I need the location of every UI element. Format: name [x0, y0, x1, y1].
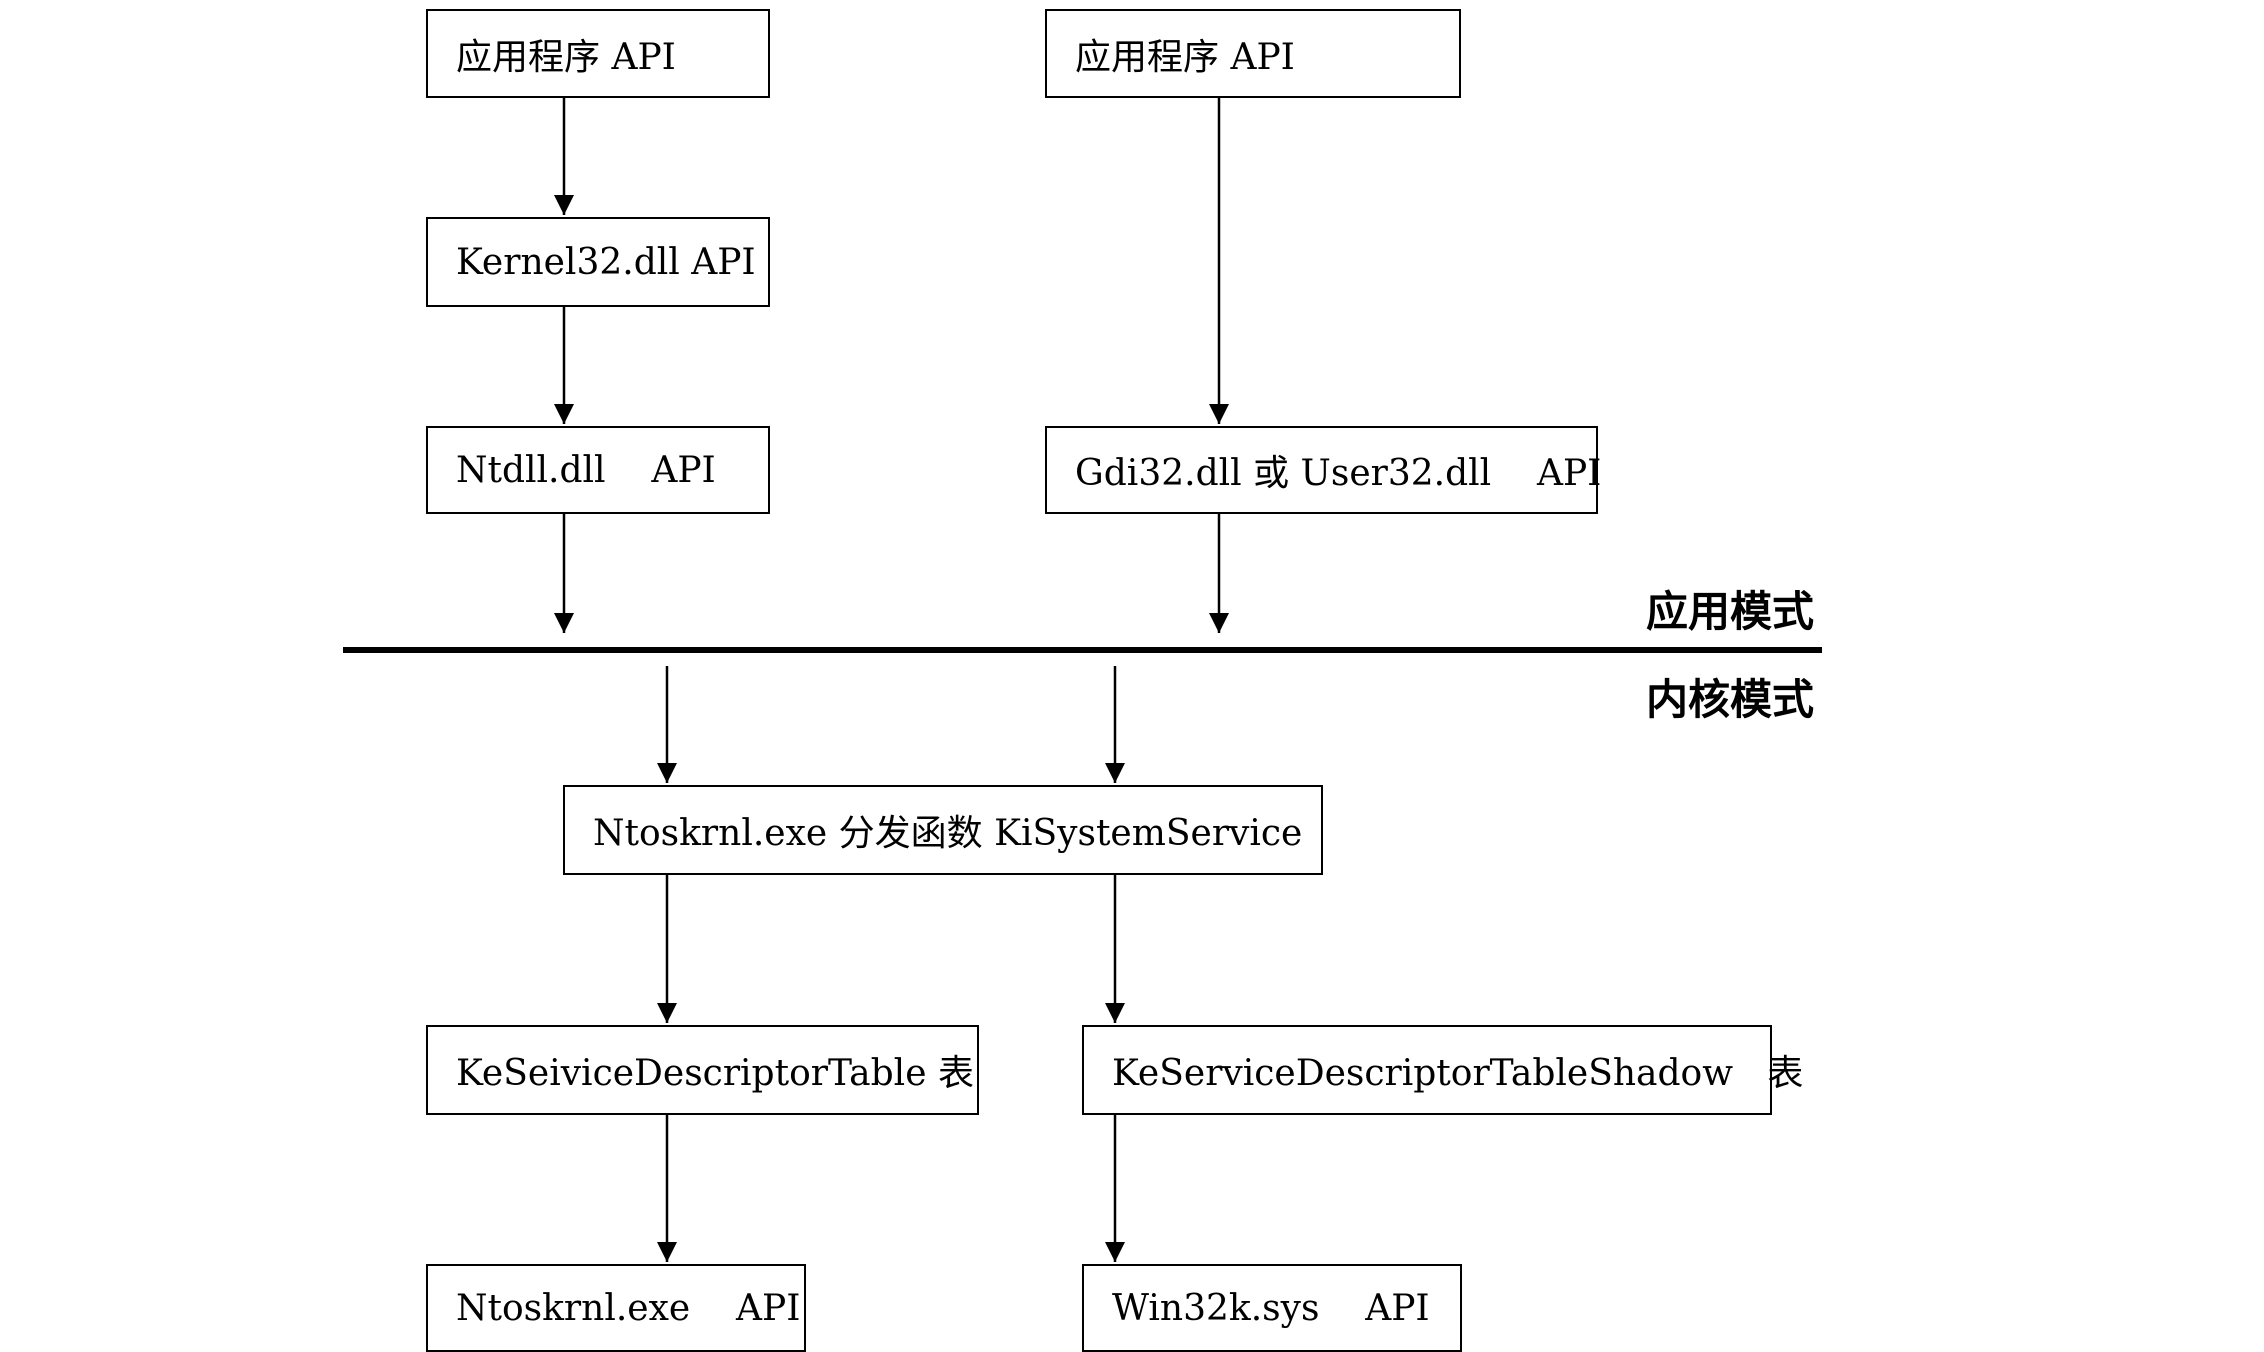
node-gdi32-user32-api: Gdi32.dll 或 User32.dll API	[1045, 426, 1601, 514]
node-kernel32-api: Kernel32.dll API	[426, 217, 770, 307]
node-ntdll-api: Ntdll.dll API	[426, 426, 770, 514]
node-service-descriptor-table: KeSeiviceDescriptorTable 表	[426, 1025, 979, 1115]
node-service-descriptor-table-shadow: KeServiceDescriptorTableShadow 表	[1082, 1025, 1803, 1115]
user-mode-label: 应用模式	[1646, 587, 1815, 636]
node-ntoskrnl-api: Ntoskrnl.exe API	[426, 1264, 806, 1352]
node-app-api-left: 应用程序 API	[426, 9, 770, 98]
node-win32k-api: Win32k.sys API	[1082, 1264, 1462, 1352]
kernel-mode-label: 内核模式	[1646, 675, 1815, 724]
node-kisystemservice-dispatch: Ntoskrnl.exe 分发函数 KiSystemService	[563, 785, 1323, 875]
node-app-api-right: 应用程序 API	[1045, 9, 1461, 98]
